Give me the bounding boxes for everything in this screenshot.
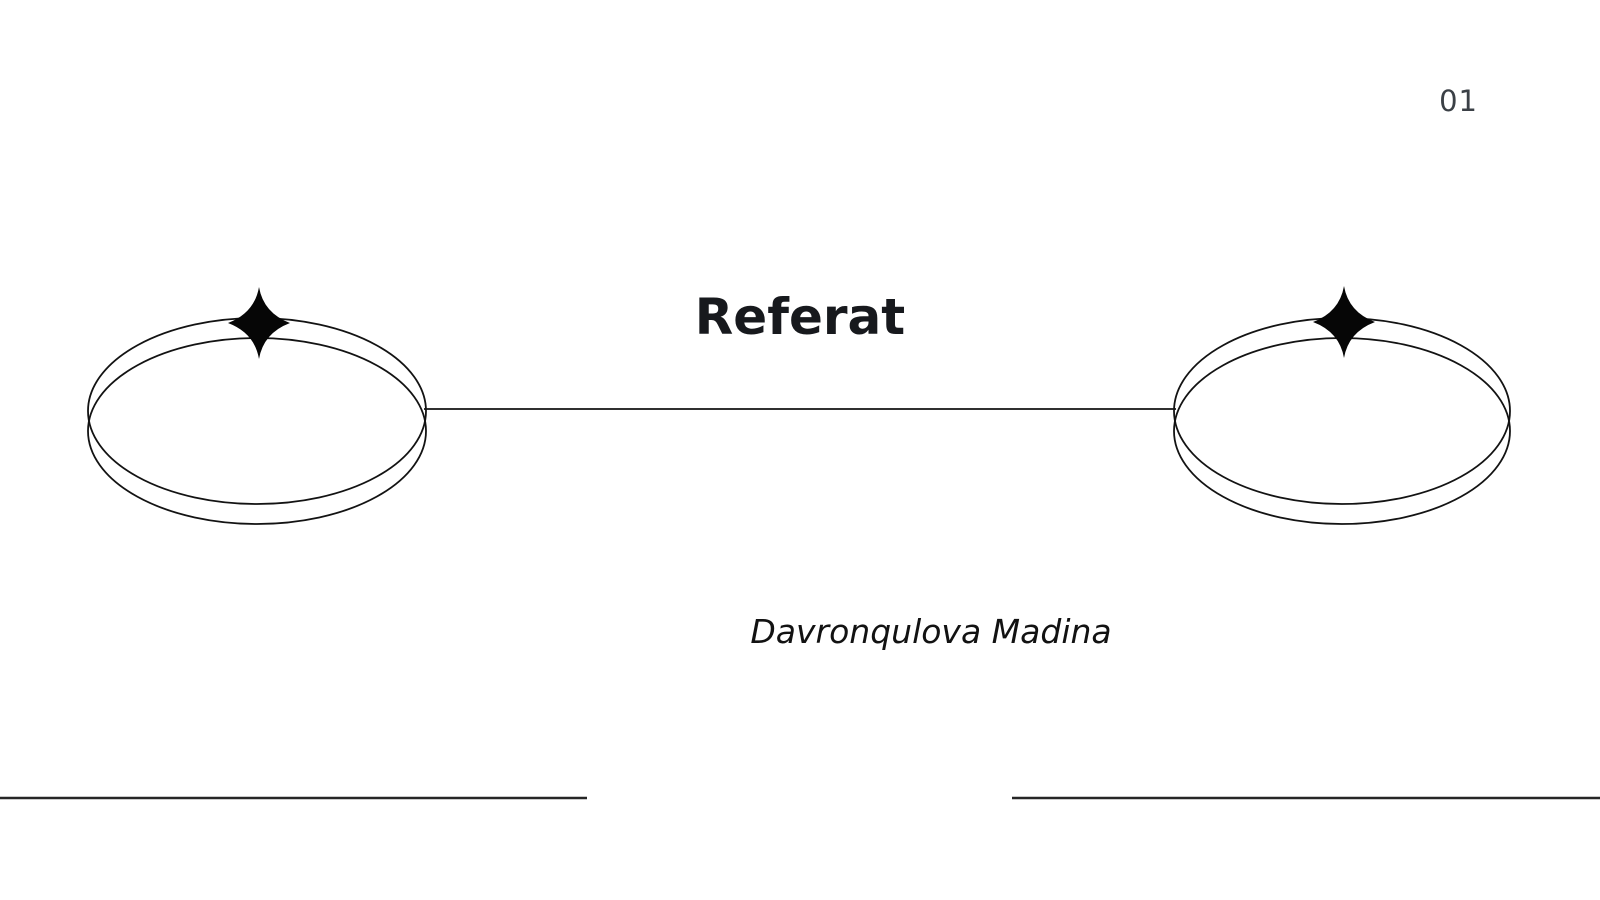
slide-title: Referat xyxy=(694,288,906,346)
page-number: 01 xyxy=(1439,84,1478,118)
right-ring-lower-ellipse xyxy=(1173,337,1511,525)
left-ring-lower-ellipse xyxy=(87,337,427,525)
sparkle-icon xyxy=(228,287,290,359)
sparkle-icon xyxy=(1313,286,1375,358)
slide-subtitle: Davronqulova Madina xyxy=(750,612,1112,651)
